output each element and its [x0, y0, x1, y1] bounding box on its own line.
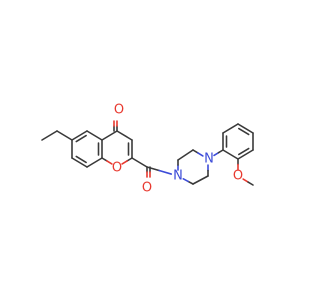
- amide-bond: [131, 157, 148, 168]
- piperazine-bond: [197, 152, 204, 157]
- amide-oxygen-label: O: [142, 181, 152, 196]
- piperazine-bond: [177, 149, 194, 161]
- aryl-ring-bond: [237, 149, 254, 160]
- ring-oxygen-bond: [126, 157, 133, 162]
- piperazine-n1-label: N: [173, 169, 183, 184]
- ring-oxygen-bond: [101, 157, 108, 162]
- pyranone-bond: [101, 130, 118, 141]
- pyranone-bond: [116, 130, 133, 141]
- amide-n-bond: [146, 166, 160, 172]
- piperazine-bond: [187, 180, 194, 185]
- methyl-bond: [242, 178, 249, 183]
- ring-oxygen-bond: [106, 160, 113, 165]
- aryl-ring-double-bond: [238, 147, 250, 156]
- ketone-oxygen-label: O: [114, 103, 124, 118]
- benzo-ring-double-bond: [75, 134, 87, 143]
- ring-oxygen-label: O: [112, 161, 122, 176]
- benzo-ring-bond: [71, 130, 88, 141]
- molecule-structure-canvas: O O O N N O: [41, 103, 254, 196]
- aryl-ring-double-bond: [238, 127, 250, 136]
- piperazine-bond: [182, 178, 189, 183]
- aryl-ring-bond: [222, 149, 239, 160]
- amide-n-bond: [158, 169, 173, 175]
- methyl-bond: [247, 181, 254, 186]
- benzo-ring-double-bond: [75, 155, 87, 164]
- benzo-ring-bond: [71, 157, 88, 168]
- piperazine-n4-label: N: [204, 152, 214, 167]
- ethyl-bond: [56, 130, 73, 141]
- piperazine-bond: [192, 149, 199, 154]
- aryl-ring-bond: [237, 123, 254, 134]
- methoxy-oxygen-label: O: [233, 169, 243, 184]
- chemical-structure-drawing: O O O N N O: [41, 103, 254, 196]
- piperazine-bond: [192, 175, 209, 185]
- aryl-n-bond: [217, 149, 224, 154]
- aryl-ring-bond: [222, 123, 239, 134]
- ethyl-bond: [41, 130, 58, 141]
- benzo-ring-bond: [86, 157, 103, 168]
- ring-oxygen-bond: [121, 160, 128, 165]
- benzo-ring-bond: [86, 130, 103, 141]
- aryl-n-bond: [213, 151, 220, 157]
